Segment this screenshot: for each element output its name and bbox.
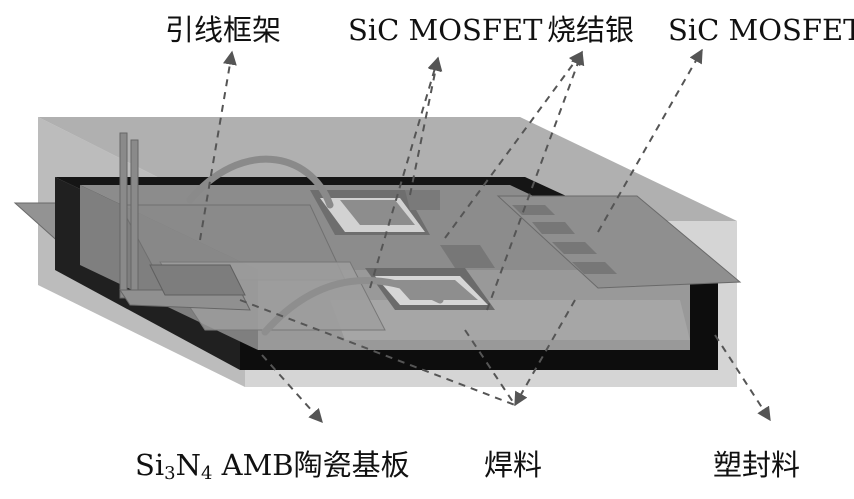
right-pad-4: [572, 262, 617, 274]
leader-solder-b: [464, 329, 516, 406]
bond-wire-1: [186, 155, 334, 209]
substrate-suffix: AMB陶瓷基板: [212, 448, 410, 482]
die-clip: [405, 190, 440, 210]
substrate-prefix: Si: [135, 448, 165, 482]
leader-solder-a: [239, 299, 516, 406]
die2-pad: [392, 280, 478, 300]
label-substrate: Si3N4 AMB陶瓷基板: [135, 447, 410, 483]
label-mosfet-top: SiC MOSFET: [348, 13, 543, 47]
leader-molding: [714, 334, 771, 422]
leader-lead-frame: [199, 50, 237, 241]
pin-1: [119, 132, 128, 299]
substrate-subscript-1: 3: [164, 463, 176, 484]
label-sintered-silver: 烧结银: [547, 13, 635, 47]
leader-mosfet-a: [409, 56, 443, 196]
mosfet-die-bottom: [365, 245, 495, 310]
leader-silver-b: [486, 50, 585, 311]
right-pad-1: [512, 205, 555, 215]
pin-2: [130, 139, 139, 301]
label-lead-frame: 引线框架: [165, 13, 282, 47]
right-pad-3: [552, 242, 597, 254]
right-pad-2: [532, 222, 575, 234]
label-mosfet-right: SiC MOSFET: [668, 13, 854, 47]
die-pad-top: [340, 200, 415, 225]
pin-steps: [149, 264, 246, 296]
leader-substrate: [261, 354, 323, 424]
leader-mosfet-b: [369, 56, 442, 289]
bond-wire-2: [261, 276, 444, 336]
substrate-subscript-2: 4: [200, 463, 213, 484]
signal-pins: [119, 132, 251, 311]
substrate-mid: N: [175, 448, 201, 482]
label-solder: 焊料: [484, 448, 543, 482]
right-lead-frame: [496, 195, 742, 289]
die2-clip: [440, 245, 495, 268]
leader-lines: [199, 48, 771, 424]
leader-mosfet-right: [597, 48, 703, 233]
copper-highlight: [330, 300, 690, 340]
label-molding: 塑封料: [713, 448, 801, 482]
mosfet-die-top: [310, 190, 440, 235]
right-lead-plate: [496, 195, 742, 289]
